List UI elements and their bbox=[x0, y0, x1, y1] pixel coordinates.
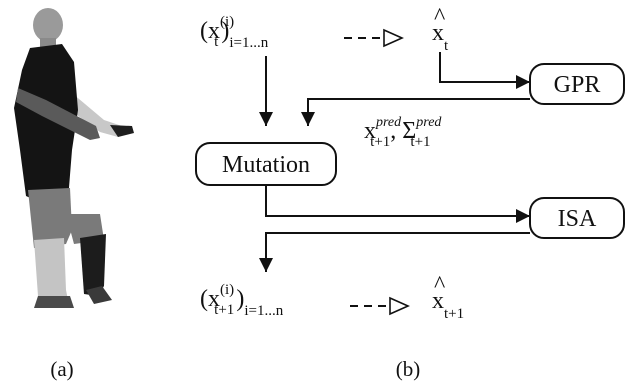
estimate-t1-label: xt+1 bbox=[432, 288, 464, 322]
figure-torso bbox=[14, 44, 78, 206]
figure-hips bbox=[28, 188, 72, 248]
caption-a: (a) bbox=[50, 357, 73, 381]
figure-neck bbox=[40, 38, 56, 48]
figure-front-foot bbox=[34, 296, 74, 308]
figure-hand bbox=[110, 125, 134, 137]
caption-b: (b) bbox=[396, 357, 421, 381]
arrow-isa-to-particles bbox=[259, 232, 530, 272]
figure-back-arm bbox=[62, 88, 128, 137]
gpr-node bbox=[529, 63, 625, 105]
estimate-t-label: xt bbox=[432, 20, 449, 54]
mutation-label: Mutation bbox=[222, 152, 310, 178]
arrow-gpr-to-mutation bbox=[301, 98, 530, 126]
figure-front-arm bbox=[16, 88, 100, 140]
particles-t-label: (x(i)t)i=1...n bbox=[200, 14, 269, 51]
particles-t1-label: (x(i)t+1)i=1...n bbox=[200, 282, 284, 319]
figure-front-leg bbox=[34, 238, 68, 304]
gpr-label: GPR bbox=[554, 72, 601, 98]
figure-head bbox=[33, 8, 63, 42]
human-figure-silhouette bbox=[14, 8, 134, 308]
hollow-arrow-head-bottom bbox=[389, 296, 410, 316]
estimate-t-hat: ^ bbox=[434, 4, 445, 30]
arrow-estimate-to-gpr bbox=[439, 52, 530, 89]
isa-node bbox=[529, 197, 625, 239]
figure-back-foot bbox=[86, 286, 112, 304]
hollow-arrow-head-top bbox=[383, 28, 404, 48]
figure-back-leg-lower bbox=[80, 234, 106, 296]
isa-label: ISA bbox=[558, 206, 597, 232]
arrow-mutation-to-isa bbox=[265, 185, 530, 223]
estimate-t1-hat: ^ bbox=[434, 272, 445, 298]
